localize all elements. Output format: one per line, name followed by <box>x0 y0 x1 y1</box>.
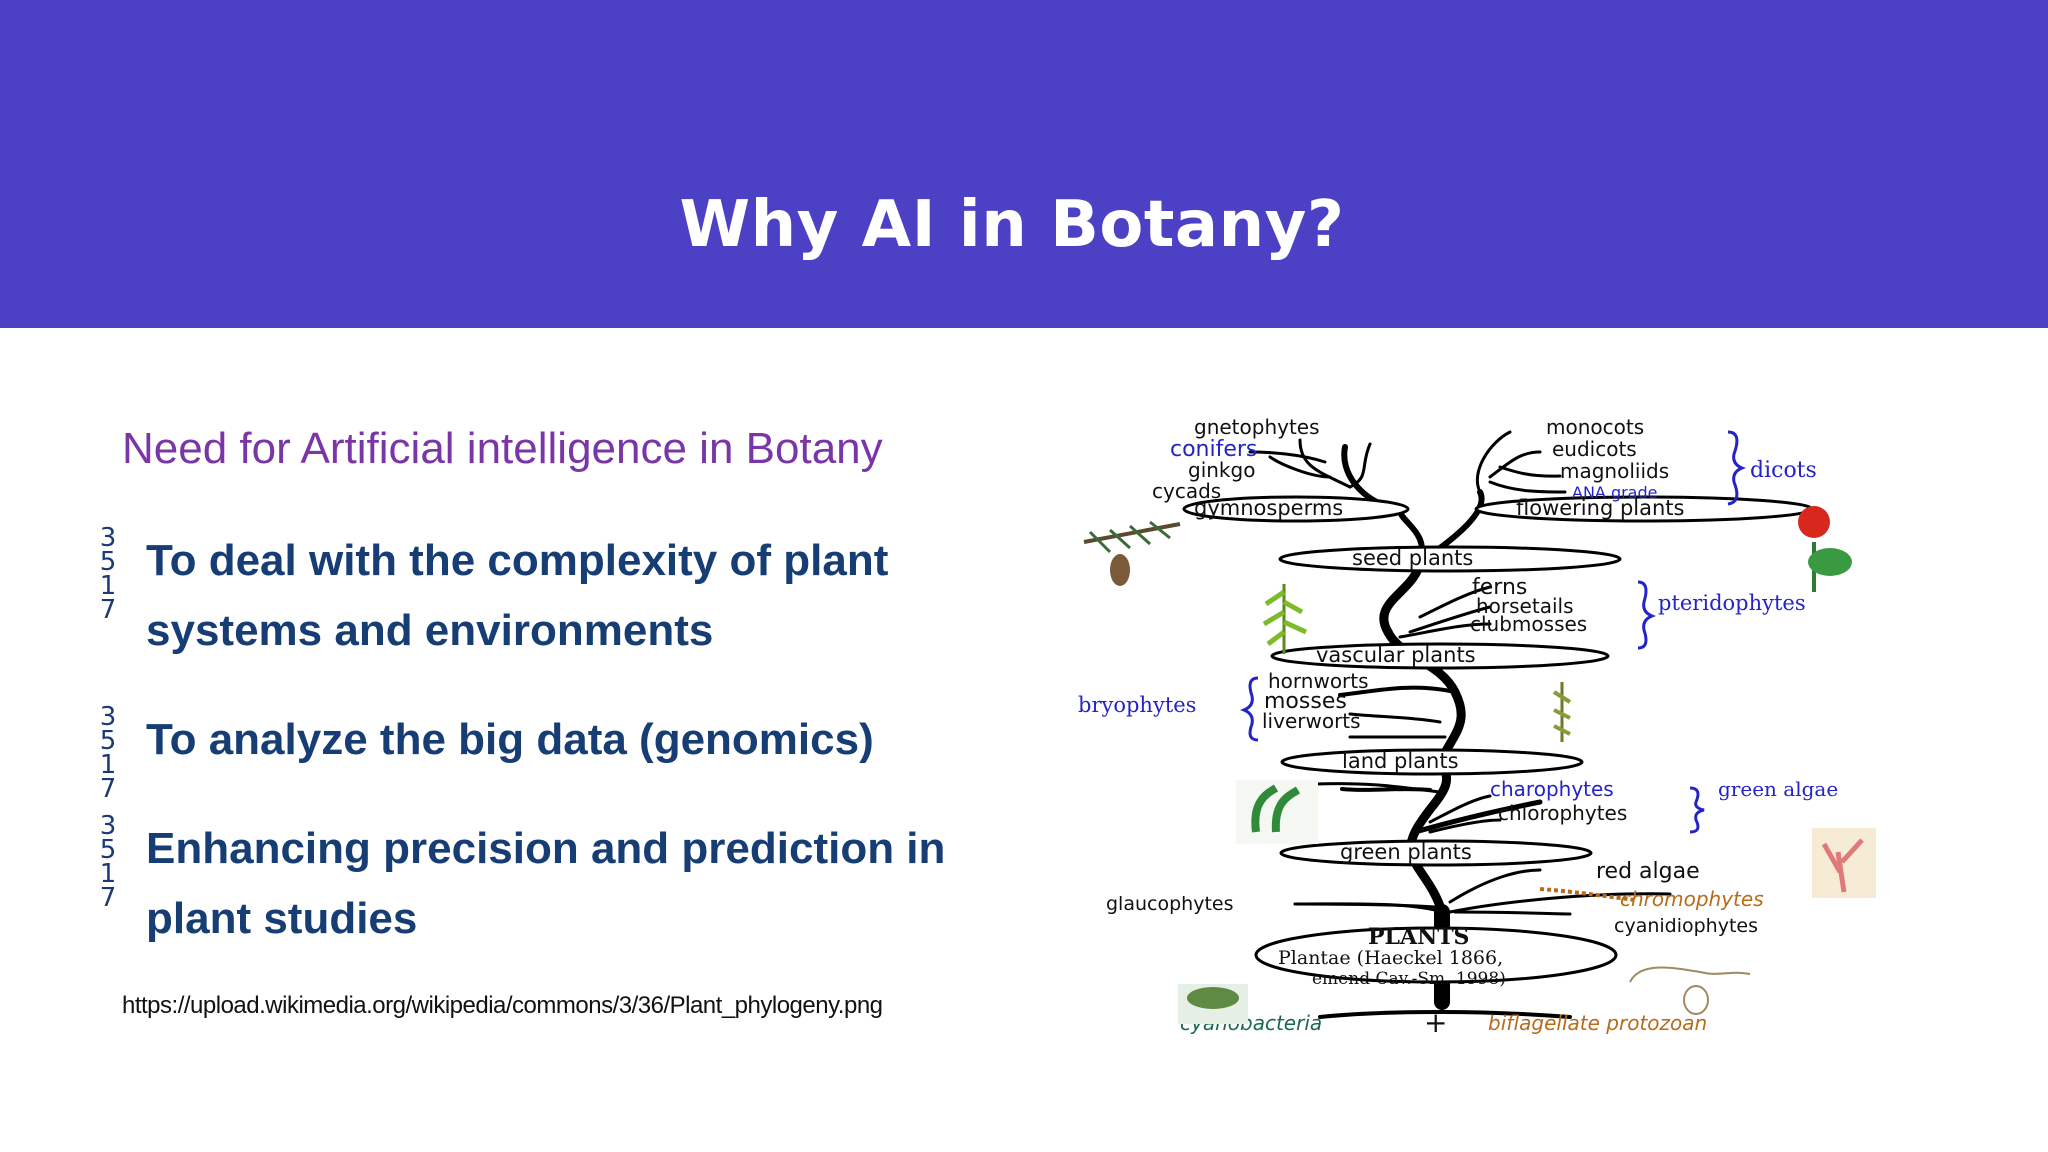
label-clubmosses: clubmosses <box>1470 612 1587 636</box>
label-charophytes: charophytes <box>1490 777 1614 801</box>
tree-branches <box>1248 430 1672 1019</box>
fern-frond-icon <box>1262 584 1308 654</box>
label-plantae: Plantae (Haeckel 1866, <box>1278 947 1503 969</box>
label-mosses: mosses <box>1264 689 1347 714</box>
label-cycads: cycads <box>1152 479 1221 503</box>
label-liverworts: liverworts <box>1262 709 1361 733</box>
label-glaucophytes: glaucophytes <box>1106 893 1233 915</box>
bullet-text: To deal with the complexity of plant sys… <box>146 536 889 655</box>
bullet-marker: 3517 <box>99 523 117 625</box>
label-plants: PLANTS <box>1368 924 1469 950</box>
label-flowering-plants: flowering plants <box>1516 496 1684 520</box>
label-green-algae: green algae <box>1718 777 1838 801</box>
label-magnoliids: magnoliids <box>1560 459 1669 483</box>
bullet-text: To analyze the big data (genomics) <box>146 715 874 764</box>
label-horsetails: horsetails <box>1476 594 1574 618</box>
label-land-plants: land plants <box>1342 749 1459 773</box>
cyanobacteria-icon <box>1178 984 1248 1024</box>
slide-title: Why AI in Botany? <box>679 188 1345 262</box>
pteridophytes-brace <box>1637 580 1657 650</box>
slide-subtitle: Need for Artificial intelligence in Bota… <box>122 424 883 473</box>
green-algae-icon <box>1236 780 1318 844</box>
label-vascular-plants: vascular plants <box>1316 643 1476 667</box>
red-algae-icon <box>1812 828 1876 898</box>
protozoan-icon <box>1629 966 1751 1015</box>
label-biflagellate-protozoan: biflagellate protozoan <box>1488 1011 1707 1035</box>
label-dicots: dicots <box>1750 458 1817 483</box>
label-ana-grade: ANA grade <box>1572 483 1657 502</box>
label-plus: + <box>1424 1006 1447 1039</box>
label-red-algae: red algae <box>1596 859 1700 884</box>
label-hornworts: hornworts <box>1268 669 1369 693</box>
poppy-flower-icon <box>1798 506 1852 592</box>
label-monocots: monocots <box>1546 415 1644 439</box>
title-banner <box>0 0 2048 328</box>
plant-phylogeny-figure: gnetophytes conifers ginkgo cycads monoc… <box>1078 415 1876 1039</box>
label-green-plants: green plants <box>1340 840 1472 864</box>
green-algae-brace <box>1689 786 1705 834</box>
label-eudicots: eudicots <box>1552 437 1637 461</box>
label-ferns: ferns <box>1472 575 1527 600</box>
label-chlorophytes: chlorophytes <box>1498 801 1627 825</box>
bullet-text: Enhancing precision and prediction in pl… <box>146 824 946 943</box>
label-gymnosperms: gymnosperms <box>1194 496 1343 520</box>
label-cyanidiophytes: cyanidiophytes <box>1614 915 1758 937</box>
label-chromophytes: chromophytes <box>1620 887 1764 911</box>
label-ginkgo: ginkgo <box>1188 458 1255 482</box>
label-seed-plants: seed plants <box>1352 546 1473 570</box>
moss-sprig-icon <box>1552 682 1572 742</box>
bullet-marker: 3517 <box>99 702 117 804</box>
source-link[interactable]: https://upload.wikimedia.org/wikipedia/c… <box>122 992 883 1019</box>
pine-branch-icon <box>1083 520 1181 586</box>
label-emend: emend Cav.-Sm. 1998) <box>1312 969 1506 989</box>
label-conifers: conifers <box>1170 437 1257 462</box>
bryophytes-brace <box>1239 676 1259 742</box>
dicots-brace <box>1727 430 1747 506</box>
bullet-marker: 3517 <box>99 811 117 913</box>
label-bryophytes: bryophytes <box>1078 693 1196 717</box>
label-pteridophytes: pteridophytes <box>1658 591 1806 615</box>
chromophytes-dashed-link <box>1539 887 1636 902</box>
label-gnetophytes: gnetophytes <box>1194 415 1320 439</box>
